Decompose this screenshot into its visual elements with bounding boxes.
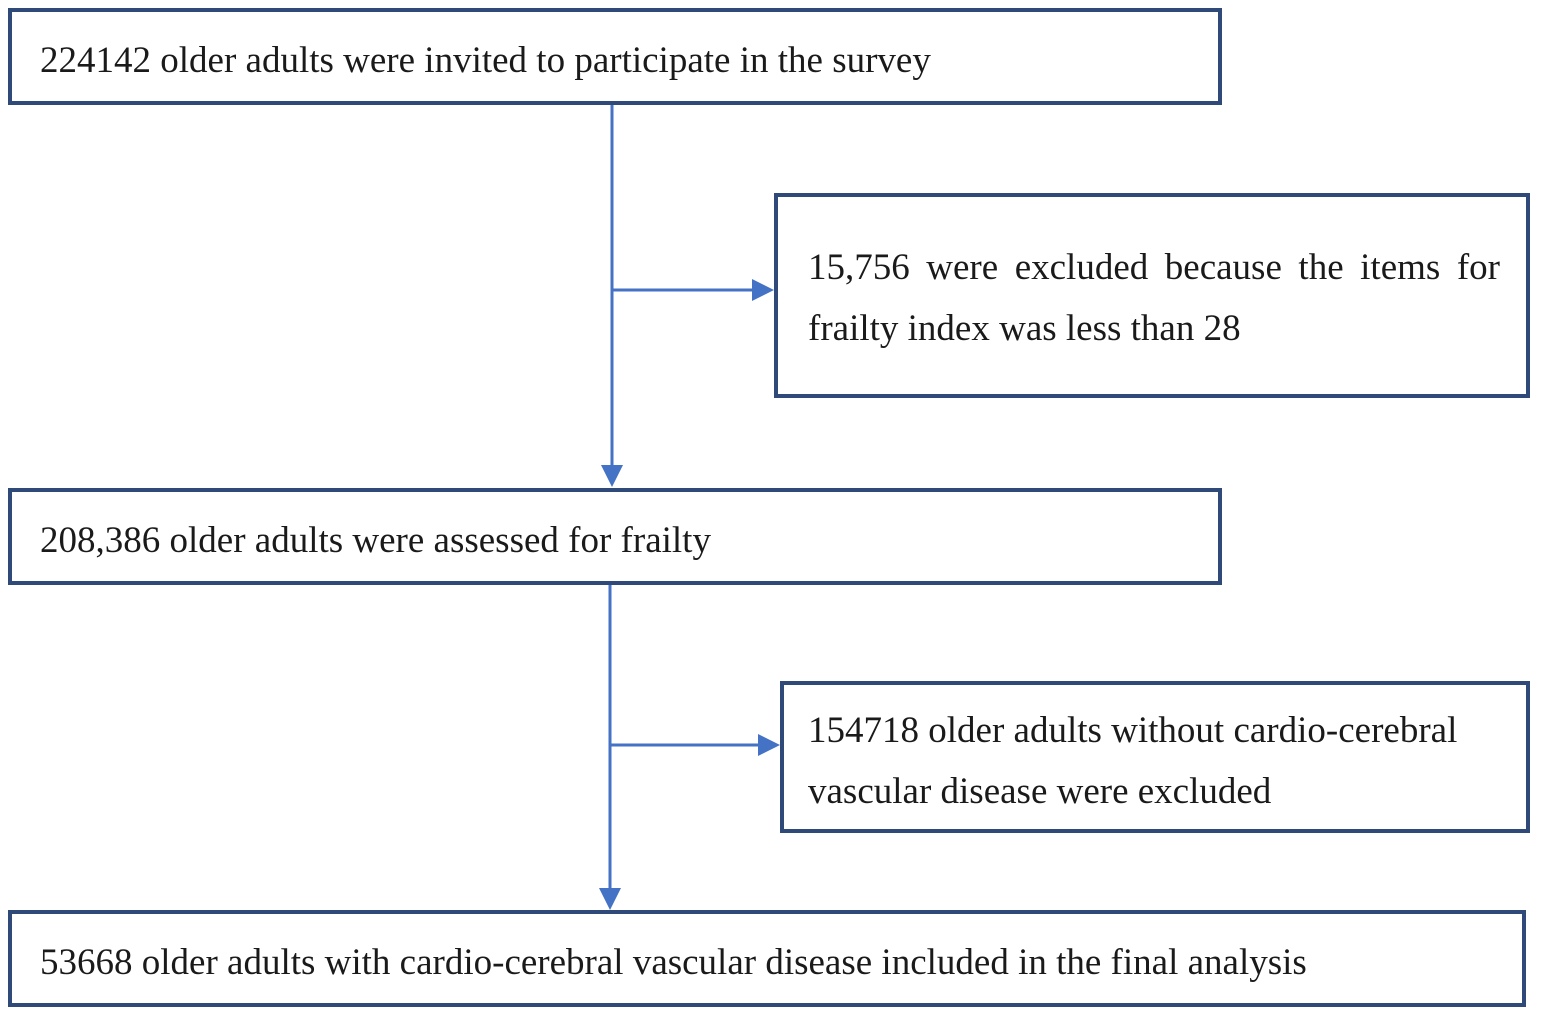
- invited-text: 224142 older adults were invited to part…: [40, 40, 931, 81]
- exclusion-ccvd-text: 154718 older adults without cardio-cereb…: [808, 710, 1458, 812]
- assessed-box: 208,386 older adults were assessed for f…: [8, 488, 1222, 585]
- assessed-text: 208,386 older adults were assessed for f…: [40, 520, 711, 561]
- arrowhead-final: [599, 888, 621, 910]
- exclusion-frailty-box: 15,756 were excluded because the items f…: [774, 193, 1530, 398]
- arrowhead-assessed: [601, 465, 623, 487]
- exclusion-frailty-text: 15,756 were excluded because the items f…: [808, 247, 1500, 349]
- final-text: 53668 older adults with cardio-cerebral …: [40, 942, 1307, 983]
- exclusion-ccvd-box: 154718 older adults without cardio-cereb…: [780, 681, 1530, 833]
- arrowhead-exclusion-ccvd: [758, 734, 780, 756]
- invited-box: 224142 older adults were invited to part…: [8, 8, 1222, 105]
- arrowhead-exclusion-frailty: [752, 279, 774, 301]
- final-box: 53668 older adults with cardio-cerebral …: [8, 910, 1526, 1007]
